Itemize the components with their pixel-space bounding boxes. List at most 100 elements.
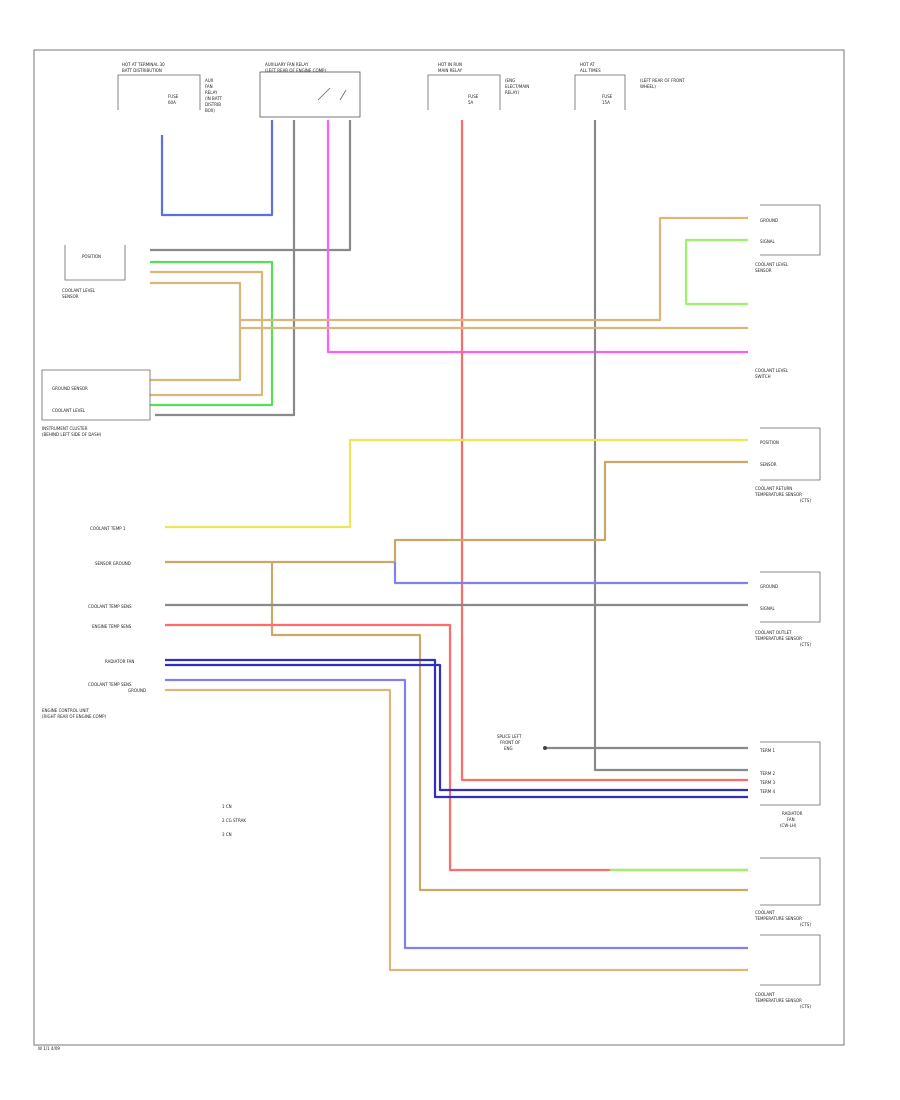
hot-terminal-label-1: HOT AT TERMINAL 30 [122, 62, 165, 67]
wire-gray-relay-a [155, 120, 296, 417]
wire-blue-fan-a [165, 658, 748, 799]
hot-terminal-bracket [117, 74, 201, 110]
wire-blue-fuse [160, 120, 274, 217]
fuse-60-desc-1: AUX [205, 78, 214, 83]
splice-label-1: SPLICE LEFT [497, 734, 522, 739]
cts2-label-2: TEMPERATURE SENSOR [754, 916, 802, 921]
splice-dot [543, 746, 547, 750]
hot-terminal-label-2: BATT DISTRIBUTION [122, 68, 162, 73]
level-switch-bracket [760, 204, 821, 256]
ground-right-2: SIGNAL [760, 606, 776, 611]
fuse-15-label-2: 15A [602, 100, 610, 105]
position-sw-label-2: SENSOR [760, 462, 777, 467]
position-sensor-label: POSITION [82, 254, 101, 259]
wire-tan-lower [165, 688, 748, 972]
coolant-return-label-3: (CTS) [800, 498, 811, 503]
cts2-label-3: (CTS) [800, 922, 811, 927]
ecu-name-2: (RIGHT REAR OF ENGINE COMP) [42, 714, 107, 719]
fuse-60-desc-3: RELAY [205, 90, 218, 95]
coolant-return-label-1: COOLANT RETURN [755, 486, 792, 491]
wire-tan-level-b [150, 281, 242, 382]
legend-3: 3 CN [222, 832, 232, 837]
hot-in-run-bracket [427, 74, 501, 110]
wire-blue-fan-b [165, 663, 748, 792]
fan-name-1: RADIATOR [782, 811, 803, 816]
fuse-5-desc-1: (ENG [505, 78, 515, 83]
right-sensor-label-2: SIGNAL [760, 239, 776, 244]
cts3-label-3: (CTS) [800, 1004, 811, 1009]
radiator-fan-bracket [760, 741, 821, 806]
wire-lgreen [684, 238, 748, 306]
fuse-60-desc-5: DISTRIB [205, 102, 221, 107]
wire-gray-relay-b [150, 120, 352, 252]
instr-cluster-bracket [41, 369, 151, 421]
components: HOT AT TERMINAL 30 BATT DISTRIBUTION FUS… [38, 62, 821, 1051]
instr-cluster-name-2: (BEHIND LEFT SIDE OF DASH) [42, 432, 102, 437]
fuse-60-desc-4: (IN BATT [205, 96, 223, 101]
wire-gray-hot [593, 120, 748, 772]
fan-term-4: TERM 4 [759, 789, 775, 794]
coolant-return-bracket [760, 427, 821, 481]
position-sw-label-1: POSITION [760, 440, 779, 445]
ecu-name-1: ENGINE CONTROL UNIT [42, 708, 89, 713]
hot-in-run-label-2: MAIN RELAY [438, 68, 463, 73]
coolant-outlet-label-2: TEMPERATURE SENSOR [754, 636, 802, 641]
legend-1: 1 CN [222, 804, 232, 809]
fuse-60-label-2: 60A [168, 100, 176, 105]
wire-pink [326, 120, 748, 354]
ground-sensor-label: GROUND SENSOR [52, 386, 88, 391]
level-switch-label-1: COOLANT LEVEL [755, 368, 789, 373]
coolant-level-sensor-bracket [64, 245, 126, 281]
ecu-coolant-temp3-1: COOLANT TEMP SENS [88, 682, 132, 687]
relay-label-2: (LEFT REAR OF ENGINE COMP) [265, 68, 326, 73]
wire-red [460, 120, 748, 782]
wire-purple [393, 562, 748, 585]
fan-name-2: FAN [787, 817, 795, 822]
hot-in-run-label-1: HOT IN RUN [438, 62, 462, 67]
wire-yellow [165, 438, 748, 529]
coolant-level-sensor-label-1: COOLANT LEVEL [62, 288, 96, 293]
coolant-return-label-2: TEMPERATURE SENSOR [754, 492, 802, 497]
fuse-5-label-2: 5A [468, 100, 474, 105]
coolant-outlet-label-1: COOLANT OUTLET [755, 630, 792, 635]
legend-2: 2 CG STRAK [222, 818, 246, 823]
level-switch-label-2: SWITCH [755, 374, 771, 379]
footer-code: W 1/1 4/09 [38, 1046, 60, 1051]
wire-red-eng [165, 623, 748, 872]
ecu-radiator-fan: RADIATOR FAN [105, 659, 134, 664]
fuse-60-desc-2: FAN [205, 84, 213, 89]
fan-term-2: TERM 2 [759, 771, 775, 776]
cts2-bracket [760, 857, 821, 906]
hot-all-label-1: HOT AT [580, 62, 595, 67]
cts3-label-1: COOLANT [755, 992, 775, 997]
wire-tan-level-a [150, 270, 264, 397]
relay-label-1: AUXILIARY FAN RELAY [265, 62, 309, 67]
ecu-sensor-ground: SENSOR GROUND [95, 561, 131, 566]
coolant-level-label: COOLANT LEVEL [52, 408, 86, 413]
cts2-label-1: COOLANT [755, 910, 775, 915]
right-sensor-label-4: SENSOR [755, 268, 772, 273]
ecu-coolant-temp2: COOLANT TEMP SENS [88, 604, 132, 609]
ground-right-1: GROUND [760, 584, 778, 589]
right-sensor-label-3: COOLANT LEVEL [755, 262, 789, 267]
fuse-15-desc-1: (LEFT REAR OF FRONT [640, 78, 685, 83]
ecu-engine-temp: ENGINE TEMP SENS [92, 624, 132, 629]
fuse-15-label-1: FUSE [602, 94, 613, 99]
fuse-60-desc-6: BOX) [205, 108, 215, 113]
wire-tan-upper [240, 216, 748, 322]
coolant-outlet-label-3: (CTS) [800, 642, 811, 647]
wires [150, 120, 748, 972]
wire-tan-ground [165, 460, 748, 564]
right-sensor-label-1: GROUND [760, 218, 778, 223]
fan-term-1: TERM 1 [759, 748, 775, 753]
splice-label-2: FRONT OF [500, 740, 521, 745]
fuse-5-desc-2: ELECT/MAIN [505, 84, 529, 89]
radiator-fan-relay-box [259, 71, 361, 118]
fuse-5-label-1: FUSE [468, 94, 479, 99]
cts3-bracket [760, 934, 821, 986]
diagram-frame [33, 49, 845, 1046]
wire-blue-lower [165, 678, 748, 950]
fan-name-3: (CW-LH) [780, 823, 797, 828]
hot-all-bracket [574, 74, 626, 110]
